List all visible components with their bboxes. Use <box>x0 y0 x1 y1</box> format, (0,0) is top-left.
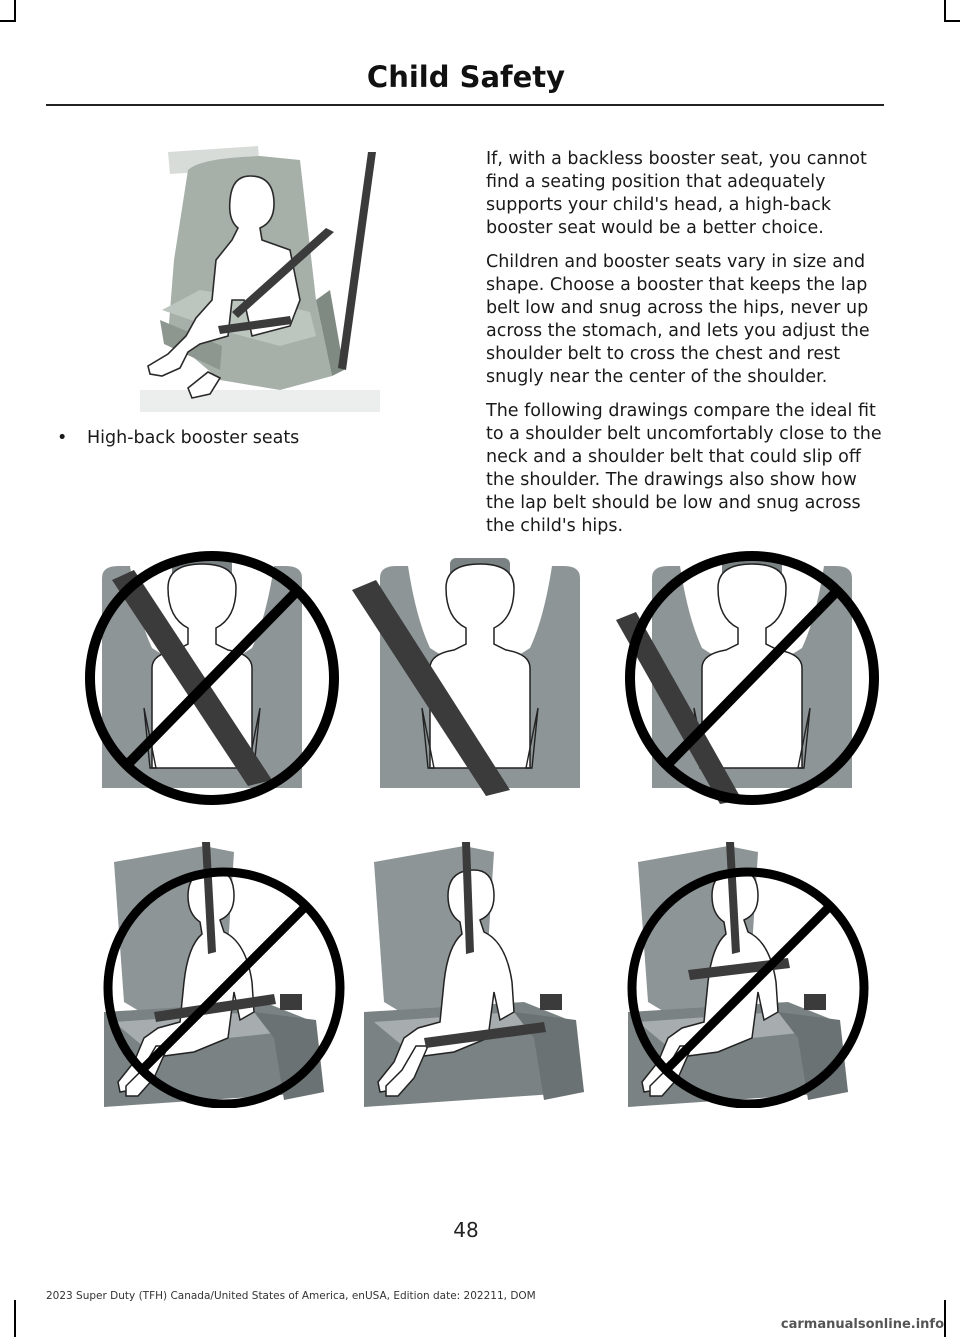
page-number: 48 <box>453 1218 479 1242</box>
crop-mark <box>944 20 960 22</box>
body-paragraph: The following drawings compare the ideal… <box>486 401 882 536</box>
crop-mark <box>944 1300 946 1337</box>
lap-illustration-incorrect-right <box>627 842 869 1108</box>
bullet-marker: • <box>57 428 68 448</box>
body-text-column: If, with a backless booster seat, you ca… <box>486 148 882 549</box>
fit-illustration-shoulder-incorrect <box>616 551 879 805</box>
fit-illustration-correct <box>352 557 581 796</box>
body-paragraph: Children and booster seats vary in size … <box>486 252 870 387</box>
crop-mark <box>0 20 16 22</box>
high-back-booster-illustration <box>140 146 380 412</box>
crop-mark <box>14 1300 16 1337</box>
header-divider <box>46 104 884 106</box>
crop-mark <box>14 0 16 22</box>
bullet-label: High-back booster seats <box>87 428 300 448</box>
crop-mark <box>944 0 946 22</box>
body-paragraph: If, with a backless booster seat, you ca… <box>486 149 867 238</box>
lap-illustration-correct <box>363 842 585 1108</box>
bullet-item: • High-back booster seats <box>57 428 299 448</box>
edition-footer: 2023 Super Duty (TFH) Canada/United Stat… <box>46 1290 536 1302</box>
lap-illustration-incorrect-left <box>103 842 345 1108</box>
fit-illustration-neck-incorrect <box>85 551 339 805</box>
watermark: carmanualsonline.info <box>780 1317 944 1332</box>
page-title: Child Safety <box>366 60 566 94</box>
